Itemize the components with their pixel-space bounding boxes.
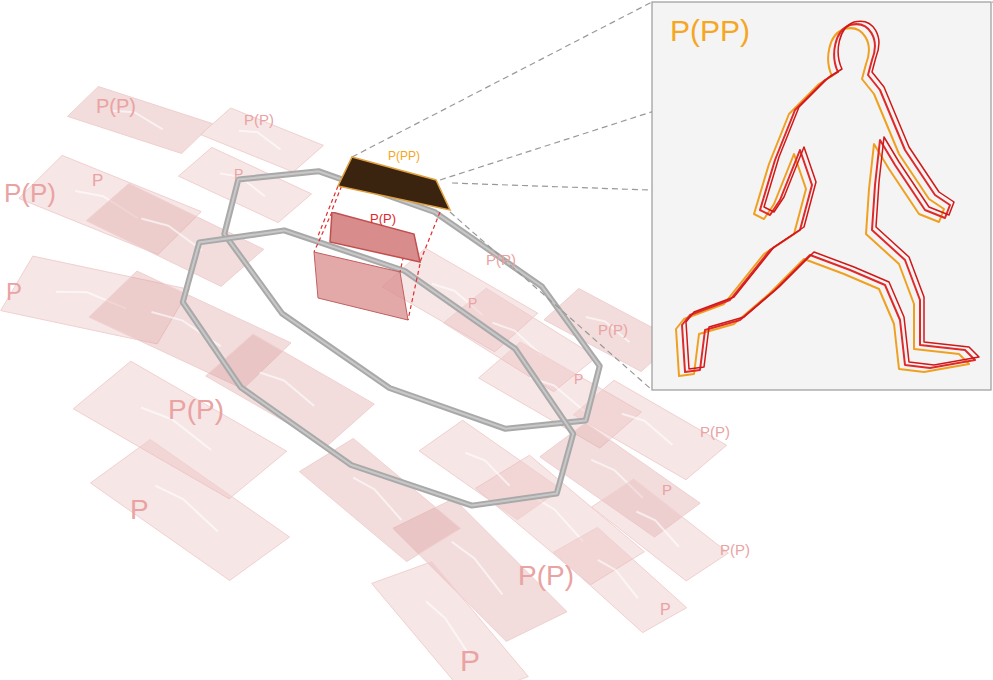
ring: [183, 230, 573, 505]
frame-figure: [465, 453, 509, 486]
frame-tag: P: [234, 167, 243, 181]
frame-shape: [330, 212, 420, 262]
frame-shape: [338, 157, 450, 210]
frame-figure: [239, 131, 281, 150]
inset-panel: P(PP): [652, 2, 991, 390]
frame-figure: [155, 486, 218, 532]
ring-highlight: [183, 230, 573, 505]
frame-tag: P(P): [168, 396, 224, 424]
frame-tag: P: [92, 172, 103, 189]
frame-label: P(PP): [670, 16, 750, 46]
faint-frame: [91, 440, 290, 581]
frame-tag: P(P): [518, 562, 574, 590]
frame-label: P(P): [370, 212, 396, 225]
zoom-lines: [352, 2, 993, 390]
faint-frame: [179, 147, 312, 222]
frame-tag: P(P): [486, 252, 516, 267]
frame-tag: P: [468, 296, 477, 310]
frame-tag: P: [574, 372, 583, 386]
lower-frame: [314, 252, 408, 320]
frame-tag: P: [460, 646, 480, 676]
frame-figure: [598, 560, 638, 598]
faint-frames: [1, 87, 729, 680]
frame-tag: P(P): [720, 542, 750, 557]
frame-tag: P(P): [244, 112, 274, 127]
frame-tag: P: [6, 280, 22, 304]
frame-figure: [622, 414, 673, 445]
frame-tag: P: [662, 482, 672, 497]
frame-tag: P: [130, 496, 149, 524]
frame: P(P): [328, 212, 424, 264]
inset-panel: [652, 2, 991, 390]
frame-figure: [141, 219, 202, 251]
frame-tag: P(P): [700, 424, 730, 439]
frame-tag: P: [660, 602, 671, 618]
faint-frame: [206, 334, 375, 446]
faint-frame: [68, 87, 213, 154]
frame-label: P(PP): [388, 150, 420, 162]
dashed-connector: [452, 183, 652, 190]
frame-tag: P(P): [96, 96, 136, 116]
highlight-frame: P(PP): [336, 150, 452, 212]
runner-silhouettes: [676, 21, 979, 376]
frame-figure: [452, 542, 503, 595]
frame-tag: P(P): [598, 322, 628, 337]
frame-figure: [260, 373, 315, 407]
frame-figure: [586, 317, 630, 342]
faint-frame: [372, 562, 529, 680]
frame-tag: P(P): [4, 180, 56, 206]
grey-rings: [183, 171, 600, 505]
frame-figure: [636, 512, 679, 547]
frame-figure: [353, 478, 401, 520]
